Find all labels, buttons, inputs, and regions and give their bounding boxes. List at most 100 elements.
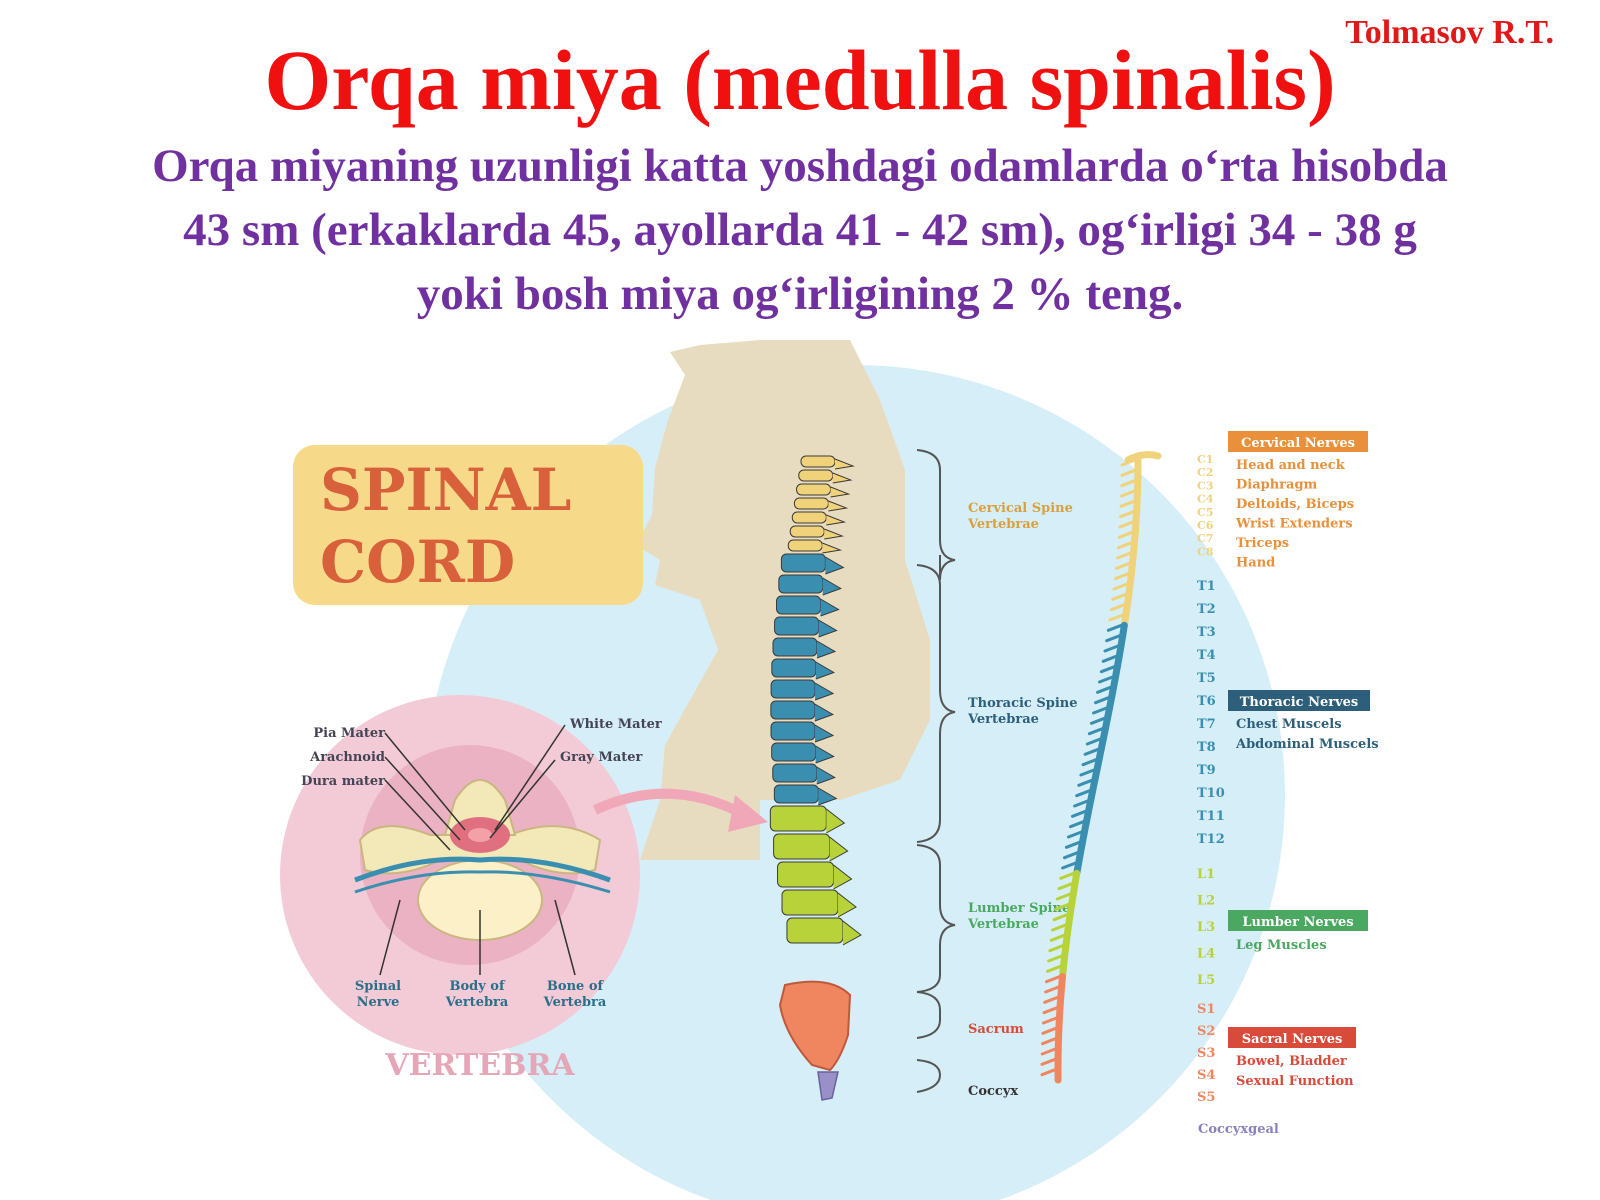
spinous-process	[814, 724, 835, 743]
nerve-root	[1101, 654, 1118, 663]
label-sacrum: Sacrum	[968, 1022, 1024, 1037]
segment-label: C8	[1197, 545, 1214, 558]
spinous-process	[828, 500, 849, 512]
segment-label: S1	[1197, 1002, 1215, 1017]
segment-label: C7	[1197, 532, 1213, 545]
nerve-root	[1111, 592, 1128, 601]
nerve-item: Chest Muscels	[1236, 717, 1342, 732]
nerve-root	[1043, 995, 1060, 1004]
vertebra-block	[793, 497, 829, 510]
nerve-root	[1044, 975, 1061, 984]
spinous-process	[825, 556, 845, 575]
label-dura-mater: Dura mater	[301, 774, 385, 789]
region-braces	[916, 449, 956, 1093]
nerve-root	[1044, 985, 1061, 994]
subtitle-line-1: Orqa miyaning uzunligi katta yoshdagi od…	[152, 140, 1448, 192]
vertebra-block	[778, 574, 824, 594]
spinous-process	[832, 472, 853, 484]
nerve-root	[1073, 799, 1090, 808]
label-spinal-nerve-1: Spinal	[355, 979, 401, 994]
segment-label: T8	[1197, 740, 1216, 755]
nerve-root	[1055, 892, 1072, 901]
nerve-root	[1120, 468, 1137, 477]
spinous-process	[822, 542, 843, 554]
nerve-item: Triceps	[1236, 536, 1289, 551]
spine-column	[769, 455, 862, 946]
subtitle-line-3: yoki bosh miya og‘irligining 2 % teng.	[416, 268, 1184, 320]
page-title: Orqa miya (medulla spinalis)	[264, 32, 1336, 128]
label-bone-1: Bone of	[547, 979, 605, 994]
nerve-root	[1115, 551, 1132, 560]
nerve-item: Abdominal Muscels	[1235, 737, 1379, 752]
label-white-mater: White Mater	[569, 717, 662, 732]
author-name: Tolmasov R.T.	[1345, 14, 1554, 51]
segment-label: T7	[1197, 717, 1216, 732]
label-cervical-spine-2: Vertebrae	[967, 517, 1039, 532]
cord-top	[1124, 451, 1162, 464]
nerve-root	[1114, 561, 1131, 570]
segment-label: S5	[1197, 1090, 1215, 1105]
nerve-root	[1099, 665, 1116, 674]
segment-label: T10	[1197, 786, 1225, 801]
nerve-root	[1051, 923, 1068, 932]
nerve-root	[1094, 696, 1111, 705]
nerve-root	[1083, 747, 1100, 756]
vertebra-block	[800, 455, 836, 468]
segment-label: C2	[1197, 466, 1213, 479]
vertebra-block	[789, 525, 825, 538]
vertebra-block	[796, 483, 832, 496]
vertebra-block	[781, 889, 839, 916]
spinous-process	[816, 640, 837, 659]
spinous-process	[830, 486, 851, 498]
vertebra-title: VERTEBRA	[384, 1048, 575, 1083]
spinous-process	[822, 577, 842, 596]
segment-label: C5	[1197, 506, 1213, 519]
nerve-root	[1119, 489, 1136, 498]
banner-line-2: CORD	[320, 528, 515, 596]
nerve-root	[1052, 913, 1069, 922]
nerve-item: Sexual Function	[1236, 1074, 1354, 1089]
nerve-root	[1085, 737, 1102, 746]
nerve-root	[1112, 582, 1129, 591]
segment-label: T5	[1197, 671, 1216, 686]
nerve-root	[1092, 706, 1109, 715]
nerve-item: Deltoids, Biceps	[1236, 497, 1354, 512]
vertebra-block	[770, 700, 816, 720]
thoracic-nerves-box	[1228, 690, 1370, 711]
segment-label: T6	[1197, 694, 1216, 709]
pointer-arrow	[592, 788, 748, 820]
label-bone-2: Vertebra	[543, 995, 607, 1010]
vertebra-block	[773, 833, 831, 860]
pointer-arrow-head	[728, 795, 768, 832]
vertebra-block	[771, 658, 817, 678]
lumbar-nerves-title: Lumber Nerves	[1242, 915, 1353, 930]
spinous-process	[814, 703, 835, 722]
nerve-root	[1097, 675, 1114, 684]
nerve-root	[1113, 572, 1130, 581]
segment-label: S2	[1197, 1024, 1215, 1039]
vertebra-cross-section	[354, 779, 611, 941]
label-lumbar-spine-1: Lumber Spine	[968, 901, 1070, 916]
nerve-root	[1057, 882, 1074, 891]
nerve-root	[1075, 789, 1092, 798]
subtitle: Orqa miyaning uzunligi katta yoshdagi od…	[40, 134, 1560, 326]
nerve-root	[1046, 964, 1063, 973]
label-coccyx: Coccyx	[968, 1084, 1018, 1099]
segment-label: T11	[1197, 809, 1225, 824]
nerve-root	[1119, 510, 1136, 519]
nerve-root	[1106, 623, 1123, 632]
vertebra-block	[777, 861, 835, 888]
vertebra-block	[772, 637, 818, 657]
nerve-root	[1041, 1037, 1058, 1046]
vertebra-block	[776, 595, 822, 615]
label-thoracic-spine-1: Thoracic Spine	[968, 696, 1078, 711]
sacral-nerves-box	[1228, 1027, 1356, 1048]
spinal-cord-banner	[293, 445, 643, 605]
nerve-root	[1066, 830, 1083, 839]
spinous-process	[815, 745, 835, 764]
segment-label: S3	[1197, 1046, 1215, 1061]
nerve-root	[1041, 1016, 1058, 1025]
